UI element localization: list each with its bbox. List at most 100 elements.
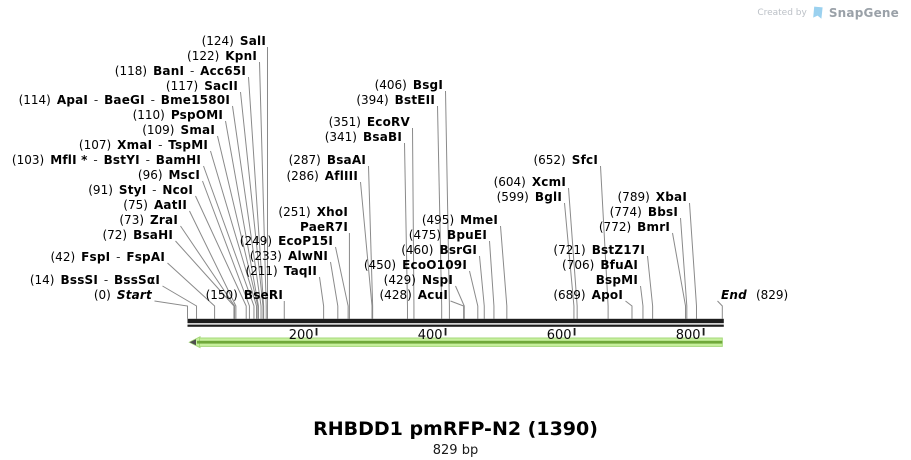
site-label-BstEII: (394)BstEII [356,93,435,107]
site-label-ZraI: (73)ZraI [119,213,178,227]
site-label-TaqII: (211)TaqII [245,264,317,278]
site-label-SalI: (124)SalI [201,34,266,48]
site-label-StyI: (91)StyI - NcoI [88,183,193,197]
leader-line-BssSI [162,285,198,319]
site-label-XcmI: (604)XcmI [493,175,566,189]
site-label-SfcI: (652)SfcI [533,153,598,167]
site-label-BpuEI: (475)BpuEI [408,228,487,242]
site-label-BglI: (599)BglI [496,190,562,204]
site-label-MflI: (103)MflI * - BstYI - BamHI [11,153,201,167]
site-label-BstZ17I: (721)BstZ17I [553,243,645,257]
site-label-MscI: (96)MscI [137,168,200,182]
snapgene-flag-icon [813,6,823,19]
leader-line-BsrGI [479,255,485,319]
leader-line-MscI [202,180,250,319]
leader-line-SfcI [600,165,609,319]
snapgene-logo: Created by SnapGene [757,6,899,20]
site-label-ApoI: (689)ApoI [553,288,623,302]
leader-line-MflI [203,165,255,319]
sequence-bar-top-strand [187,318,724,324]
leader-line-ApoI [625,300,633,319]
leader-line-SacII [240,91,264,319]
leader-line-BsgI [445,90,450,319]
site-label-KpnI: (122)KpnI [187,49,257,63]
axis-tick-label: 200 [288,328,314,343]
leader-line-BglI [564,202,575,319]
site-label-BsrGI: (460)BsrGI [401,243,477,257]
leader-line-FspI [167,262,216,319]
map-length: 829 bp [432,443,479,458]
leader-line-MmeI [500,225,508,319]
site-label-AlwNI: (233)AlwNI [249,249,328,263]
leader-line-BsaBI [404,142,408,319]
leader-line-SmaI [217,135,259,319]
site-label-NspI: (429)NspI [383,273,453,287]
site-label-ApaI: (114)ApaI - BaeGI - Bme1580I [18,93,230,107]
axis-tick-label: 400 [417,328,443,343]
site-label-SmaI: (109)SmaI [142,123,215,137]
leader-line-AatII [189,210,237,319]
site-label-EcoP15I: (249)EcoP15I [239,234,333,248]
leader-line-BstEII [437,105,443,319]
site-label-Start: (0)Start [93,288,152,302]
leader-line-XcmI [568,187,578,319]
leader-line-BstZ17I [647,255,654,319]
leader-line-StyI [195,195,247,319]
site-label-BanI: (118)BanI - Acc65I [114,64,246,78]
leader-line-AlwNI [330,261,339,319]
leader-line-BpuEI [489,240,495,319]
site-label-BseRI: (150)BseRI [205,288,283,302]
leader-line-Start [154,300,188,319]
leader-line-TaqII [319,276,325,319]
leader-line-PspOMI [225,120,259,319]
leader-line-AflIII [360,181,373,319]
sequence-bar-bottom-strand [187,324,724,327]
leader-line-KpnI [259,61,267,319]
logo-brand: SnapGene [828,6,899,20]
axis-tick-label: 600 [546,328,572,343]
leader-line-BsaAI [368,165,374,319]
feature-arrow-tip [189,339,196,346]
leader-line-EcoO109I [469,270,479,319]
site-label-FspI: (42)FspI - FspAI [50,250,165,264]
feature-arrow-stripe [197,340,723,344]
leader-line-End [717,300,723,319]
map-title: RHBDD1 pmRFP-N2 (1390) [313,418,598,440]
site-label-BmrI: (772)BmrI [598,220,670,234]
axis-tick-label: 800 [675,328,701,343]
leader-line-NspI [455,285,465,319]
site-label-EcoO109I: (450)EcoO109I [363,258,467,272]
leader-line-BsaHI [175,240,235,319]
leader-line-XbaI [689,202,697,319]
leader-line-BbsI [680,217,688,319]
site-label-BsaAI: (287)BsaAI [288,153,366,167]
leader-line-ZraI [180,225,236,319]
leader-line-BmrI [672,232,687,319]
site-label-AflIII: (286)AflIII [286,169,358,183]
logo-created-by: Created by [757,8,807,18]
leader-line-XmaI [210,150,258,319]
leader-line-EcoRV [412,127,415,319]
leader-line-AcuI [450,300,465,319]
site-label-XmaI: (107)XmaI - TspMI [78,138,208,152]
leader-line-BanI [248,76,265,319]
site-label-BbsI: (774)BbsI [609,205,678,219]
title-block: RHBDD1 pmRFP-N2 (1390) 829 bp [0,418,911,458]
site-label-BssSI: (14)BssSI - BssSαI [29,273,160,287]
leader-line-BfuAI [640,285,644,319]
site-label-XbaI: (789)XbaI [617,190,687,204]
site-label-PspOMI: (110)PspOMI [132,108,223,122]
site-label-SacII: (117)SacII [165,79,238,93]
leader-line-ApaI [232,105,262,319]
site-label-BsaBI: (341)BsaBI [324,130,402,144]
site-label-EcoRV: (351)EcoRV [328,115,410,129]
site-label-BsaHI: (72)BsaHI [102,228,173,242]
leader-line-EcoP15I [335,246,349,319]
site-label-BsgI: (406)BsgI [374,78,443,92]
site-label-MmeI: (495)MmeI [421,213,498,227]
site-label-End: End(829) [721,288,789,302]
